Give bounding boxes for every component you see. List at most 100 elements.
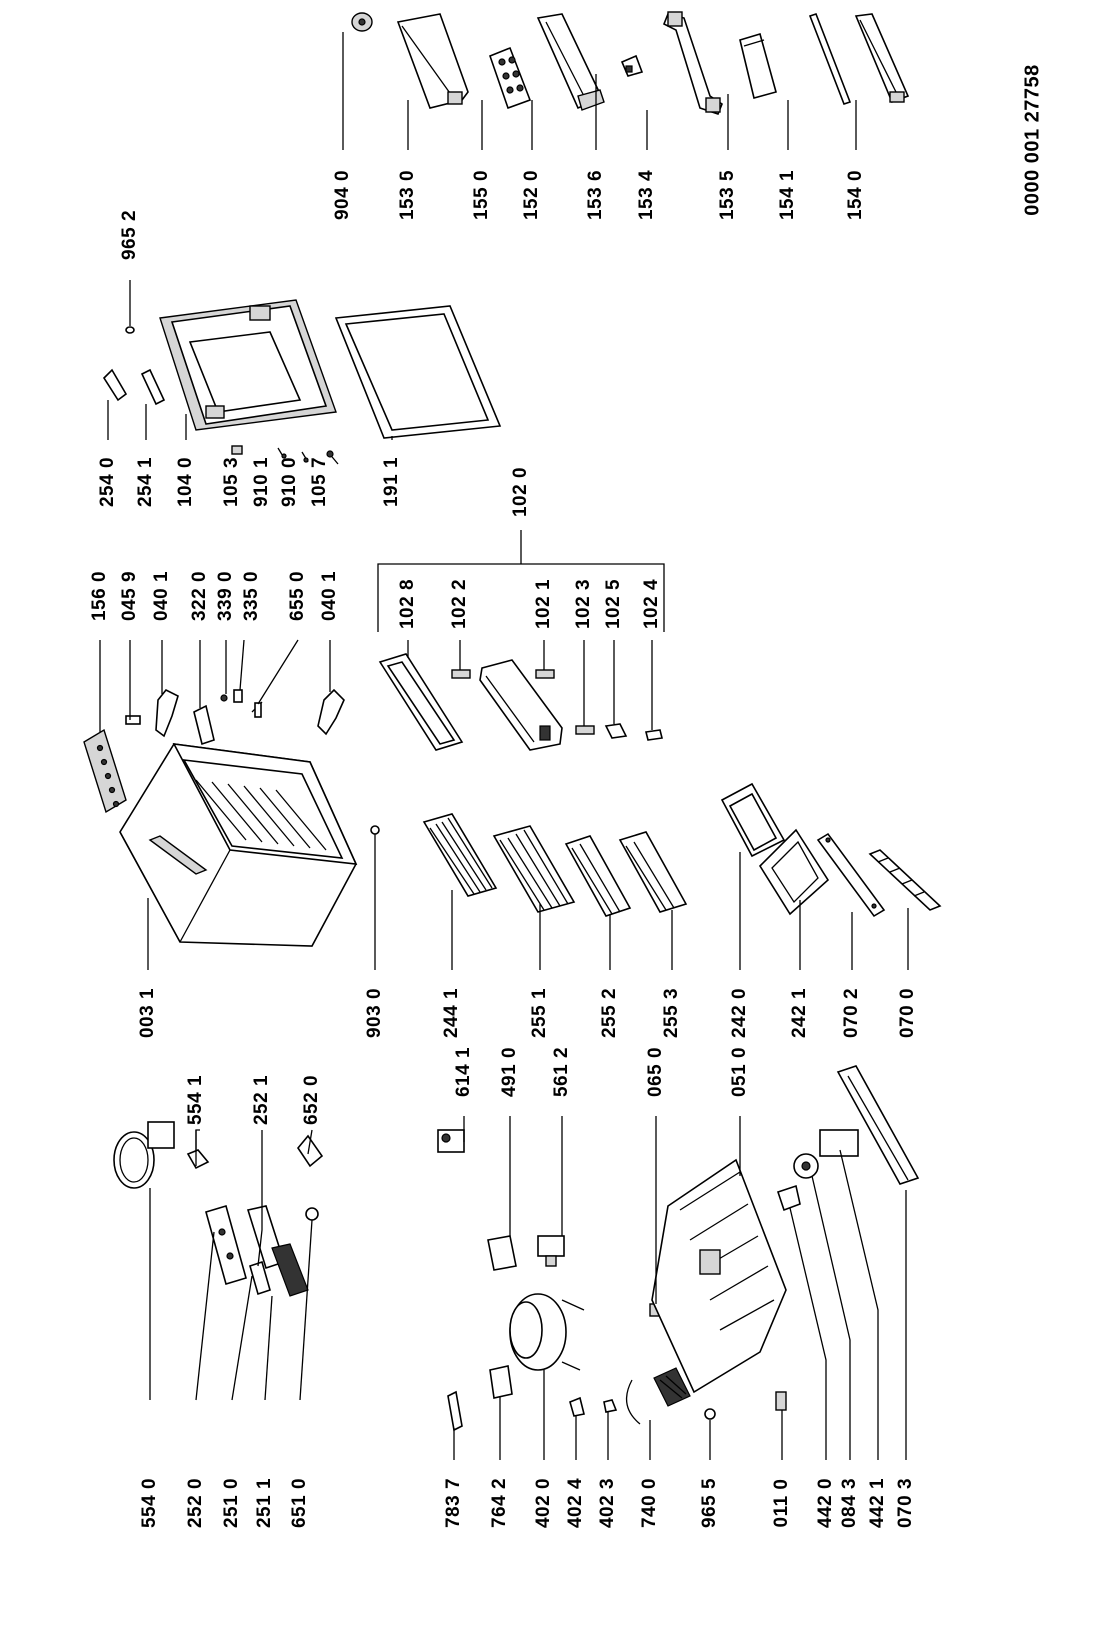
label-442-0: 442 0 — [815, 1477, 836, 1529]
label-153-0: 153 0 — [397, 169, 418, 221]
label-070-0: 070 0 — [897, 987, 918, 1039]
part-252-0-drawing — [205, 1204, 247, 1286]
label-003-1: 003 1 — [137, 987, 158, 1039]
label-244-1: 244 1 — [441, 987, 462, 1039]
part-102-3-5-4-drawing — [575, 723, 663, 741]
part-491-0-drawing — [487, 1235, 517, 1271]
document-number: 0000 001 27758 — [1021, 64, 1044, 216]
label-554-1: 554 1 — [185, 1074, 206, 1126]
label-045-9: 045 9 — [119, 570, 140, 622]
label-040-1-bottom: 040 1 — [319, 570, 340, 622]
label-965-5: 965 5 — [699, 1477, 720, 1529]
part-156-0-drawing — [83, 728, 127, 814]
label-051-0: 051 0 — [729, 1046, 750, 1098]
part-965-2-drawing — [125, 280, 135, 334]
part-153-6-drawing — [620, 54, 644, 77]
label-614-1: 614 1 — [453, 1046, 474, 1098]
label-491-0: 491 0 — [499, 1046, 520, 1098]
part-102-1-drawing — [535, 669, 555, 679]
part-011-0-drawing — [775, 1391, 787, 1411]
part-442-084-drawing — [776, 1129, 859, 1212]
part-153-4-drawing — [662, 11, 723, 115]
label-191-1: 191 1 — [381, 456, 402, 508]
label-152-0: 152 0 — [521, 169, 542, 221]
part-614-1-drawing — [437, 1129, 465, 1153]
label-764-2: 764 2 — [489, 1477, 510, 1529]
part-903-0-drawing — [370, 825, 380, 835]
part-070-3-drawing — [836, 1065, 920, 1185]
part-554-1-drawing — [186, 1149, 210, 1170]
label-154-0: 154 0 — [845, 169, 866, 221]
bracket-102-0 — [377, 530, 665, 632]
label-070-2: 070 2 — [841, 987, 862, 1039]
label-252-1: 252 1 — [251, 1074, 272, 1126]
part-105-910-drawing — [231, 445, 339, 465]
label-102-5: 102 5 — [603, 578, 624, 630]
part-102-8-drawing — [378, 653, 464, 751]
label-104-0: 104 0 — [175, 456, 196, 508]
label-242-1: 242 1 — [789, 987, 810, 1039]
label-242-0: 242 0 — [729, 987, 750, 1039]
part-764-2-drawing — [489, 1365, 513, 1399]
part-154-1-drawing — [808, 12, 852, 106]
part-322-0-drawing — [193, 704, 215, 746]
label-402-0: 402 0 — [533, 1477, 554, 1529]
label-255-1: 255 1 — [529, 987, 550, 1039]
part-003-1-drawing — [119, 743, 358, 947]
label-105-3: 105 3 — [221, 456, 242, 508]
part-402-3-4-drawing — [569, 1396, 618, 1417]
part-153-0-drawing — [396, 13, 469, 109]
label-561-2: 561 2 — [551, 1046, 572, 1098]
part-554-0-drawing — [113, 1121, 175, 1189]
part-402-0-drawing — [509, 1293, 585, 1371]
label-102-0: 102 0 — [510, 466, 531, 518]
label-554-0: 554 0 — [139, 1477, 160, 1529]
label-251-1: 251 1 — [254, 1477, 275, 1529]
part-965-5-drawing — [704, 1408, 716, 1420]
label-655-0: 655 0 — [287, 570, 308, 622]
label-910-0: 910 0 — [279, 456, 300, 508]
label-102-2: 102 2 — [449, 578, 470, 630]
part-154-0-drawing — [854, 13, 910, 104]
part-783-7-drawing — [447, 1390, 463, 1432]
part-740-0-drawing — [625, 1367, 691, 1425]
label-102-4: 102 4 — [641, 578, 662, 630]
leader-lines — [99, 32, 909, 1460]
part-191-1-drawing — [334, 305, 502, 439]
label-254-1: 254 1 — [135, 456, 156, 508]
part-561-2-drawing — [537, 1235, 565, 1267]
label-339-0: 339 0 — [215, 570, 236, 622]
label-254-0: 254 0 — [97, 456, 118, 508]
part-152-0-drawing — [536, 13, 605, 111]
part-051-0-drawing — [651, 1158, 787, 1394]
label-105-7: 105 7 — [309, 456, 330, 508]
label-910-1: 910 1 — [251, 456, 272, 508]
label-783-7: 783 7 — [443, 1477, 464, 1529]
part-045-9-drawing — [125, 715, 141, 725]
part-255-2-drawing — [564, 835, 632, 917]
part-102-2-drawing — [451, 669, 471, 679]
label-153-6: 153 6 — [585, 169, 606, 221]
part-102-main-drawing — [479, 659, 563, 751]
part-251-drawing — [249, 1243, 309, 1297]
label-903-0: 903 0 — [364, 987, 385, 1039]
label-442-1: 442 1 — [867, 1477, 888, 1529]
label-402-3: 402 3 — [597, 1477, 618, 1529]
label-065-0: 065 0 — [645, 1046, 666, 1098]
part-254-drawing — [102, 368, 166, 406]
label-251-0: 251 0 — [221, 1477, 242, 1529]
part-255-3-drawing — [618, 831, 688, 913]
part-155-0-drawing — [488, 46, 532, 110]
part-339-335-drawing — [220, 689, 243, 703]
label-335-0: 335 0 — [241, 570, 262, 622]
part-040-1-top-drawing — [155, 688, 179, 738]
label-740-0: 740 0 — [639, 1477, 660, 1529]
part-040-1-bottom-drawing — [317, 688, 345, 736]
part-242-1-drawing — [758, 828, 830, 916]
part-651-652-drawing — [297, 1134, 324, 1221]
label-011-0: 011 0 — [771, 1478, 792, 1528]
label-156-0: 156 0 — [89, 570, 110, 622]
label-102-1: 102 1 — [533, 578, 554, 630]
label-255-2: 255 2 — [599, 987, 620, 1039]
